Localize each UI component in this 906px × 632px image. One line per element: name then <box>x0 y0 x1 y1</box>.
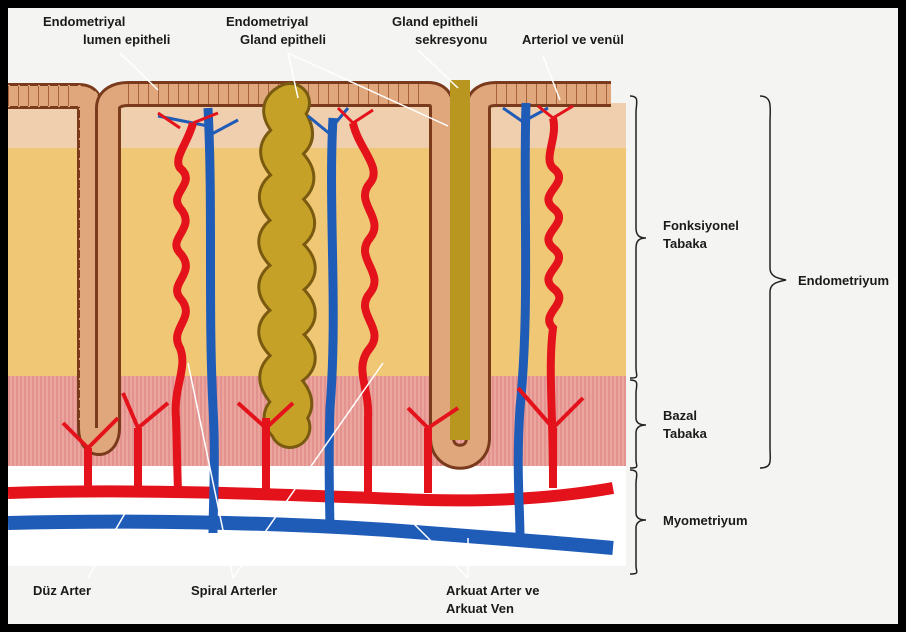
label-myometrium: Myometriyum <box>663 513 748 528</box>
label-basal-layer-line1: Bazal <box>663 408 697 423</box>
endometrium-diagram: Endometriyal lumen epitheli Endometriyal… <box>8 8 898 624</box>
label-lumen-epithelium-line2: lumen epitheli <box>83 32 170 47</box>
label-arteriole-venule: Arteriol ve venül <box>522 32 624 47</box>
label-basal-layer-line2: Tabaka <box>663 426 708 441</box>
brackets <box>630 96 786 574</box>
label-endometrium: Endometriyum <box>798 273 889 288</box>
label-gland-epithelium-line2: Gland epitheli <box>240 32 326 47</box>
label-arcuate-line1: Arkuat Arter ve <box>446 583 539 598</box>
gland-secretion <box>450 80 470 440</box>
label-arcuate-line2: Arkuat Ven <box>446 601 514 616</box>
label-gland-secretion-line1: Gland epitheli <box>392 14 478 29</box>
basal-bracket <box>630 380 646 468</box>
label-spiral-arteries: Spiral Arterler <box>191 583 277 598</box>
endometrium-bracket <box>760 96 786 468</box>
label-gland-secretion-line2: sekresyonu <box>415 32 487 47</box>
myometrium-bracket <box>630 470 646 574</box>
label-gland-epithelium-line1: Endometriyal <box>226 14 308 29</box>
label-functional-layer-line1: Fonksiyonel <box>663 218 739 233</box>
diagram-panel: Endometriyal lumen epitheli Endometriyal… <box>8 8 898 624</box>
label-straight-artery: Düz Arter <box>33 583 91 598</box>
functional-bracket <box>630 96 646 378</box>
label-functional-layer-line2: Tabaka <box>663 236 708 251</box>
label-lumen-epithelium-line1: Endometriyal <box>43 14 125 29</box>
